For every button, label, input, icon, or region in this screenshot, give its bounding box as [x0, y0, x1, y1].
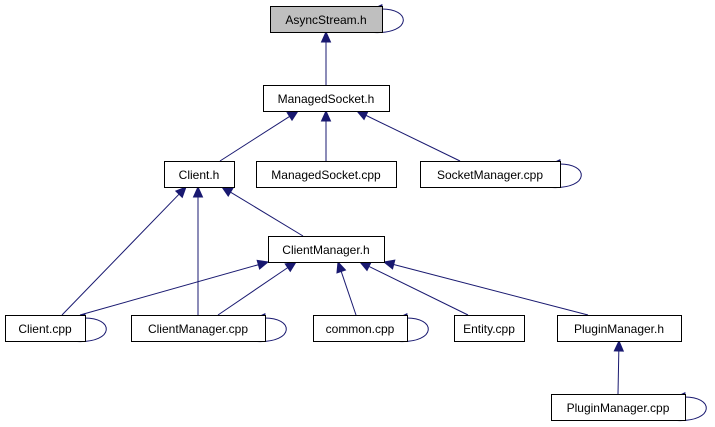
edge-line: [617, 350, 620, 395]
edge-line: [217, 267, 289, 316]
edge-line: [365, 114, 461, 162]
node-pluginmanager-cpp[interactable]: PluginManager.cpp: [551, 394, 686, 421]
edge-socketmanager-cpp-to-managedsocket-h: [355, 110, 461, 162]
node-client-cpp[interactable]: Client.cpp: [5, 315, 86, 342]
node-managedsocket-cpp[interactable]: ManagedSocket.cpp: [256, 161, 397, 188]
node-box: [268, 236, 385, 263]
node-label: common.cpp: [326, 322, 395, 336]
node-box: [270, 6, 383, 33]
edge-pluginmanager-h-to-clientmanager-h: [382, 259, 589, 316]
node-label: SocketManager.cpp: [437, 168, 543, 182]
edge-client-h-to-managedsocket-h: [219, 110, 300, 162]
node-common-cpp[interactable]: common.cpp: [313, 315, 408, 342]
edge-client-cpp-to-client-h: [61, 186, 187, 316]
edge-clientmanager-cpp-to-clientmanager-h: [217, 261, 298, 316]
edge-managedsocket-h-to-asyncstream-h: [320, 30, 332, 85]
self-loop-curve: [256, 317, 287, 343]
edge-line: [219, 115, 290, 162]
arrowhead: [286, 110, 300, 122]
node-entity-cpp[interactable]: Entity.cpp: [454, 315, 525, 342]
edge-client-cpp-to-clientmanager-h: [79, 259, 270, 316]
edge-line: [393, 264, 589, 316]
self-loop-curve: [551, 163, 582, 189]
edge-line: [79, 264, 259, 316]
node-box: [454, 315, 525, 342]
self-loop-curve: [373, 8, 404, 34]
node-clientmanager-cpp[interactable]: ClientManager.cpp: [131, 315, 266, 342]
edge-clientmanager-cpp-to-client-h: [192, 185, 204, 315]
arrowhead: [320, 30, 332, 43]
node-box: [131, 315, 266, 342]
edge-line: [61, 193, 180, 316]
node-label: AsyncStream.h: [285, 13, 366, 27]
edge-line: [230, 191, 304, 237]
node-box: [420, 161, 561, 188]
arrowhead: [336, 260, 347, 274]
node-managedsocket-h[interactable]: ManagedSocket.h: [263, 85, 390, 112]
self-loops-layer: [73, 3, 707, 422]
node-box: [263, 85, 390, 112]
self-loop-curve: [676, 396, 707, 422]
node-box: [5, 315, 86, 342]
node-box: [256, 161, 397, 188]
node-label: PluginManager.h: [574, 322, 664, 336]
edges-layer: [61, 30, 625, 395]
arrowhead: [220, 186, 234, 197]
node-box: [557, 315, 682, 342]
edge-pluginmanager-cpp-to-pluginmanager-h: [613, 339, 625, 395]
node-client-h[interactable]: Client.h: [164, 161, 235, 188]
arrowhead: [613, 339, 625, 352]
node-label: Client.cpp: [18, 322, 72, 336]
node-label: ClientManager.cpp: [148, 322, 248, 336]
node-label: ManagedSocket.h: [278, 92, 375, 106]
edge-line: [340, 271, 357, 316]
node-label: PluginManager.cpp: [567, 401, 670, 415]
node-label: ClientManager.h: [282, 243, 369, 257]
self-loop-curve: [398, 317, 429, 343]
node-label: ManagedSocket.cpp: [271, 168, 381, 182]
edge-common-cpp-to-clientmanager-h: [336, 260, 357, 316]
node-box: [164, 161, 235, 188]
edge-clientmanager-h-to-client-h: [220, 186, 304, 237]
node-socketmanager-cpp[interactable]: SocketManager.cpp: [420, 161, 561, 188]
node-pluginmanager-h[interactable]: PluginManager.h: [557, 315, 682, 342]
edge-managedsocket-cpp-to-managedsocket-h: [320, 109, 332, 161]
node-asyncstream-h[interactable]: AsyncStream.h: [270, 6, 383, 33]
arrowhead: [284, 261, 298, 273]
node-label: Entity.cpp: [463, 322, 515, 336]
arrowhead: [320, 109, 332, 122]
node-clientmanager-h[interactable]: ClientManager.h: [268, 236, 385, 263]
arrowhead: [192, 185, 204, 198]
node-label: Client.h: [179, 168, 220, 182]
edge-line: [368, 265, 469, 316]
node-box: [313, 315, 408, 342]
self-loop-curve: [76, 317, 107, 343]
node-box: [551, 394, 686, 421]
arrowhead: [256, 259, 270, 270]
arrowhead: [382, 259, 396, 270]
